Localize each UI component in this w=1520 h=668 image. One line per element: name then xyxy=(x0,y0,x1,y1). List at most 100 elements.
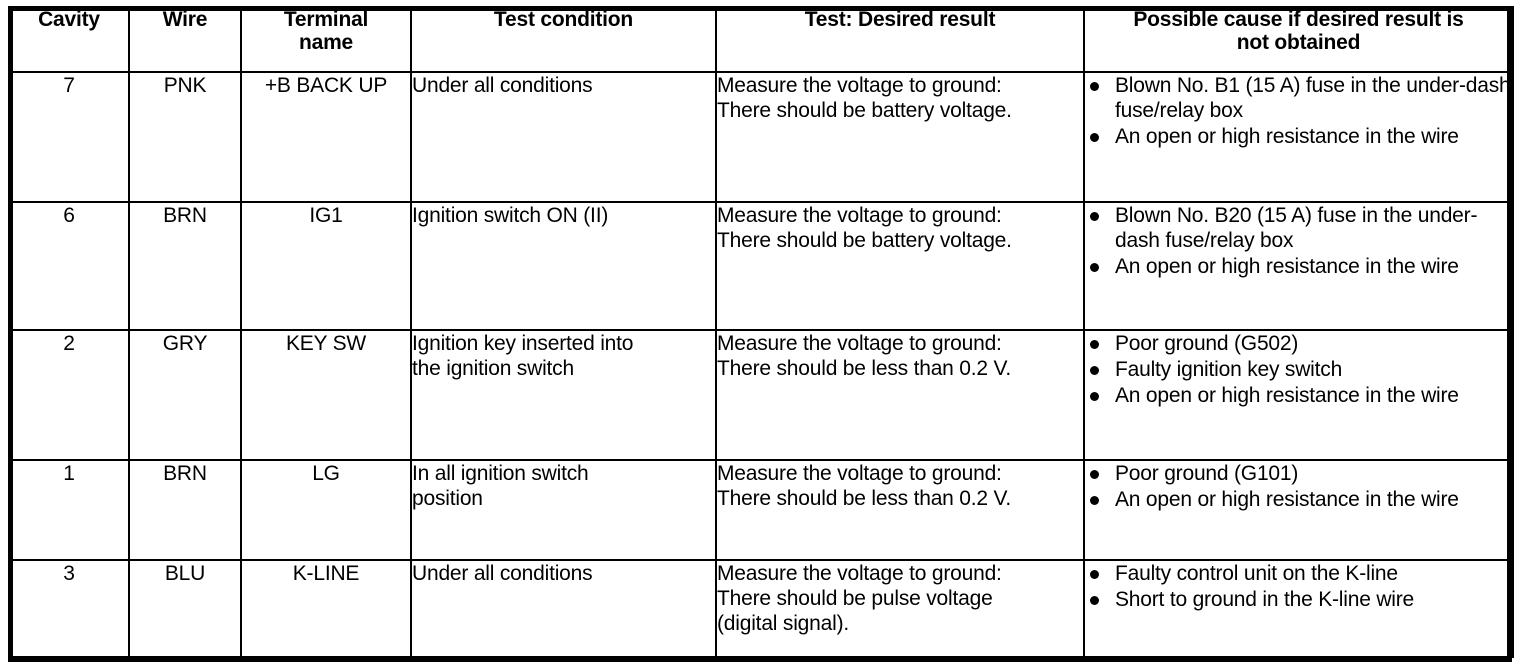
bullet-icon xyxy=(1090,133,1099,142)
bullet-icon xyxy=(1090,596,1099,605)
header-row: Cavity Wire Terminal name Test condition… xyxy=(8,6,1514,73)
cell-cavity: 3 xyxy=(8,559,130,658)
cause-item: An open or high resistance in the wire xyxy=(1085,254,1512,279)
cell-terminal-name: K-LINE xyxy=(240,559,412,658)
terminal-diagnostic-table: Cavity Wire Terminal name Test condition… xyxy=(8,6,1514,658)
test-result-line: Measure the voltage to ground: xyxy=(717,462,1002,485)
test-condition-line: Ignition switch ON (II) xyxy=(412,204,609,227)
table-row: 2 GRY KEY SW Ignition key inserted into … xyxy=(8,329,1514,461)
test-result-line: (digital signal). xyxy=(717,612,849,635)
cause-text: An open or high resistance in the wire xyxy=(1115,255,1459,278)
cause-text: Short to ground in the K-line wire xyxy=(1115,588,1415,611)
cause-item: Short to ground in the K-line wire xyxy=(1085,587,1512,612)
test-result-line: Measure the voltage to ground: xyxy=(717,204,1002,227)
test-result-line: There should be pulse voltage xyxy=(717,587,993,610)
table-header: Cavity Wire Terminal name Test condition… xyxy=(8,6,1514,73)
cell-possible-cause: Poor ground (G101) An open or high resis… xyxy=(1083,459,1514,561)
cell-wire: GRY xyxy=(128,329,242,461)
cause-item: An open or high resistance in the wire xyxy=(1085,383,1512,408)
cell-possible-cause: Blown No. B20 (15 A) fuse in the under-d… xyxy=(1083,201,1514,331)
table-row: 1 BRN LG In all ignition switch position… xyxy=(8,459,1514,561)
cause-item: Blown No. B1 (15 A) fuse in the under-da… xyxy=(1085,73,1512,123)
cell-wire: BLU xyxy=(128,559,242,658)
test-condition-line: Ignition key inserted into xyxy=(412,332,634,355)
cause-text: An open or high resistance in the wire xyxy=(1115,488,1459,511)
column-header-test-desired-result: Test: Desired result xyxy=(715,6,1085,73)
bullet-icon xyxy=(1090,263,1099,272)
cell-test-condition: Under all conditions xyxy=(410,71,717,203)
cause-list: Blown No. B1 (15 A) fuse in the under-da… xyxy=(1085,73,1512,149)
cause-text: Poor ground (G502) xyxy=(1115,332,1299,355)
bullet-icon xyxy=(1090,392,1099,401)
bullet-icon xyxy=(1090,82,1099,91)
table-body: 7 PNK +B BACK UP Under all conditions Me… xyxy=(8,71,1514,658)
column-header-cavity: Cavity xyxy=(8,6,130,73)
cause-item: An open or high resistance in the wire xyxy=(1085,487,1512,512)
cause-item: Poor ground (G101) xyxy=(1085,461,1512,486)
cause-text: An open or high resistance in the wire xyxy=(1115,125,1459,148)
cause-text: Faulty control unit on the K-line xyxy=(1115,562,1398,585)
bullet-icon xyxy=(1090,212,1099,221)
cell-terminal-name: IG1 xyxy=(240,201,412,331)
cell-terminal-name: +B BACK UP xyxy=(240,71,412,203)
test-result-line: Measure the voltage to ground: xyxy=(717,332,1002,355)
cell-cavity: 6 xyxy=(8,201,130,331)
cell-terminal-name: LG xyxy=(240,459,412,561)
cause-text: Blown No. B1 (15 A) fuse in the under-da… xyxy=(1115,74,1511,122)
cell-test-condition: In all ignition switch position xyxy=(410,459,717,561)
cell-test-condition: Ignition key inserted into the ignition … xyxy=(410,329,717,461)
possible-cause-line-2: not obtained xyxy=(1236,31,1361,54)
possible-cause-line-1: Possible cause if desired result is xyxy=(1133,8,1464,31)
test-result-line: There should be battery voltage. xyxy=(717,229,1012,252)
cell-test-desired-result: Measure the voltage to ground: There sho… xyxy=(715,329,1085,461)
bullet-icon xyxy=(1090,470,1099,479)
test-result-line: There should be less than 0.2 V. xyxy=(717,487,1012,510)
cause-item: Faulty ignition key switch xyxy=(1085,357,1512,382)
bullet-icon xyxy=(1090,340,1099,349)
cause-list: Poor ground (G101) An open or high resis… xyxy=(1085,461,1512,512)
cell-cavity: 1 xyxy=(8,459,130,561)
cell-test-desired-result: Measure the voltage to ground: There sho… xyxy=(715,71,1085,203)
table-row: 6 BRN IG1 Ignition switch ON (II) Measur… xyxy=(8,201,1514,331)
test-condition-line: In all ignition switch xyxy=(412,462,589,485)
test-result-line: There should be battery voltage. xyxy=(717,99,1012,122)
cell-test-desired-result: Measure the voltage to ground: There sho… xyxy=(715,459,1085,561)
test-condition-line: Under all conditions xyxy=(412,562,593,585)
cause-item: Poor ground (G502) xyxy=(1085,331,1512,356)
bullet-icon xyxy=(1090,366,1099,375)
cause-text: Blown No. B20 (15 A) fuse in the under-d… xyxy=(1115,204,1478,252)
test-condition-line: the ignition switch xyxy=(412,357,574,380)
table-row: 7 PNK +B BACK UP Under all conditions Me… xyxy=(8,71,1514,203)
cause-text: Poor ground (G101) xyxy=(1115,462,1299,485)
bullet-icon xyxy=(1090,496,1099,505)
cause-list: Blown No. B20 (15 A) fuse in the under-d… xyxy=(1085,203,1512,279)
column-header-possible-cause: Possible cause if desired result is not … xyxy=(1083,6,1514,73)
cause-list: Faulty control unit on the K-line Short … xyxy=(1085,561,1512,612)
terminal-name-line-2: name xyxy=(298,31,354,54)
cell-wire: BRN xyxy=(128,459,242,561)
cell-wire: PNK xyxy=(128,71,242,203)
cell-possible-cause: Blown No. B1 (15 A) fuse in the under-da… xyxy=(1083,71,1514,203)
test-result-line: Measure the voltage to ground: xyxy=(717,74,1002,97)
cell-cavity: 2 xyxy=(8,329,130,461)
test-condition-line: Under all conditions xyxy=(412,74,593,97)
cell-wire: BRN xyxy=(128,201,242,331)
cause-item: An open or high resistance in the wire xyxy=(1085,124,1512,149)
cause-list: Poor ground (G502) Faulty ignition key s… xyxy=(1085,331,1512,408)
column-header-terminal-name: Terminal name xyxy=(240,6,412,73)
cell-cavity: 7 xyxy=(8,71,130,203)
cell-possible-cause: Faulty control unit on the K-line Short … xyxy=(1083,559,1514,658)
cell-test-condition: Under all conditions xyxy=(410,559,717,658)
cause-text: Faulty ignition key switch xyxy=(1115,358,1343,381)
test-condition-line: position xyxy=(412,487,483,510)
cause-item: Faulty control unit on the K-line xyxy=(1085,561,1512,586)
column-header-wire: Wire xyxy=(128,6,242,73)
cell-test-desired-result: Measure the voltage to ground: There sho… xyxy=(715,201,1085,331)
cell-possible-cause: Poor ground (G502) Faulty ignition key s… xyxy=(1083,329,1514,461)
cell-test-desired-result: Measure the voltage to ground: There sho… xyxy=(715,559,1085,658)
terminal-name-line-1: Terminal xyxy=(283,8,369,31)
column-header-test-condition: Test condition xyxy=(410,6,717,73)
cell-terminal-name: KEY SW xyxy=(240,329,412,461)
test-result-line: Measure the voltage to ground: xyxy=(717,562,1002,585)
